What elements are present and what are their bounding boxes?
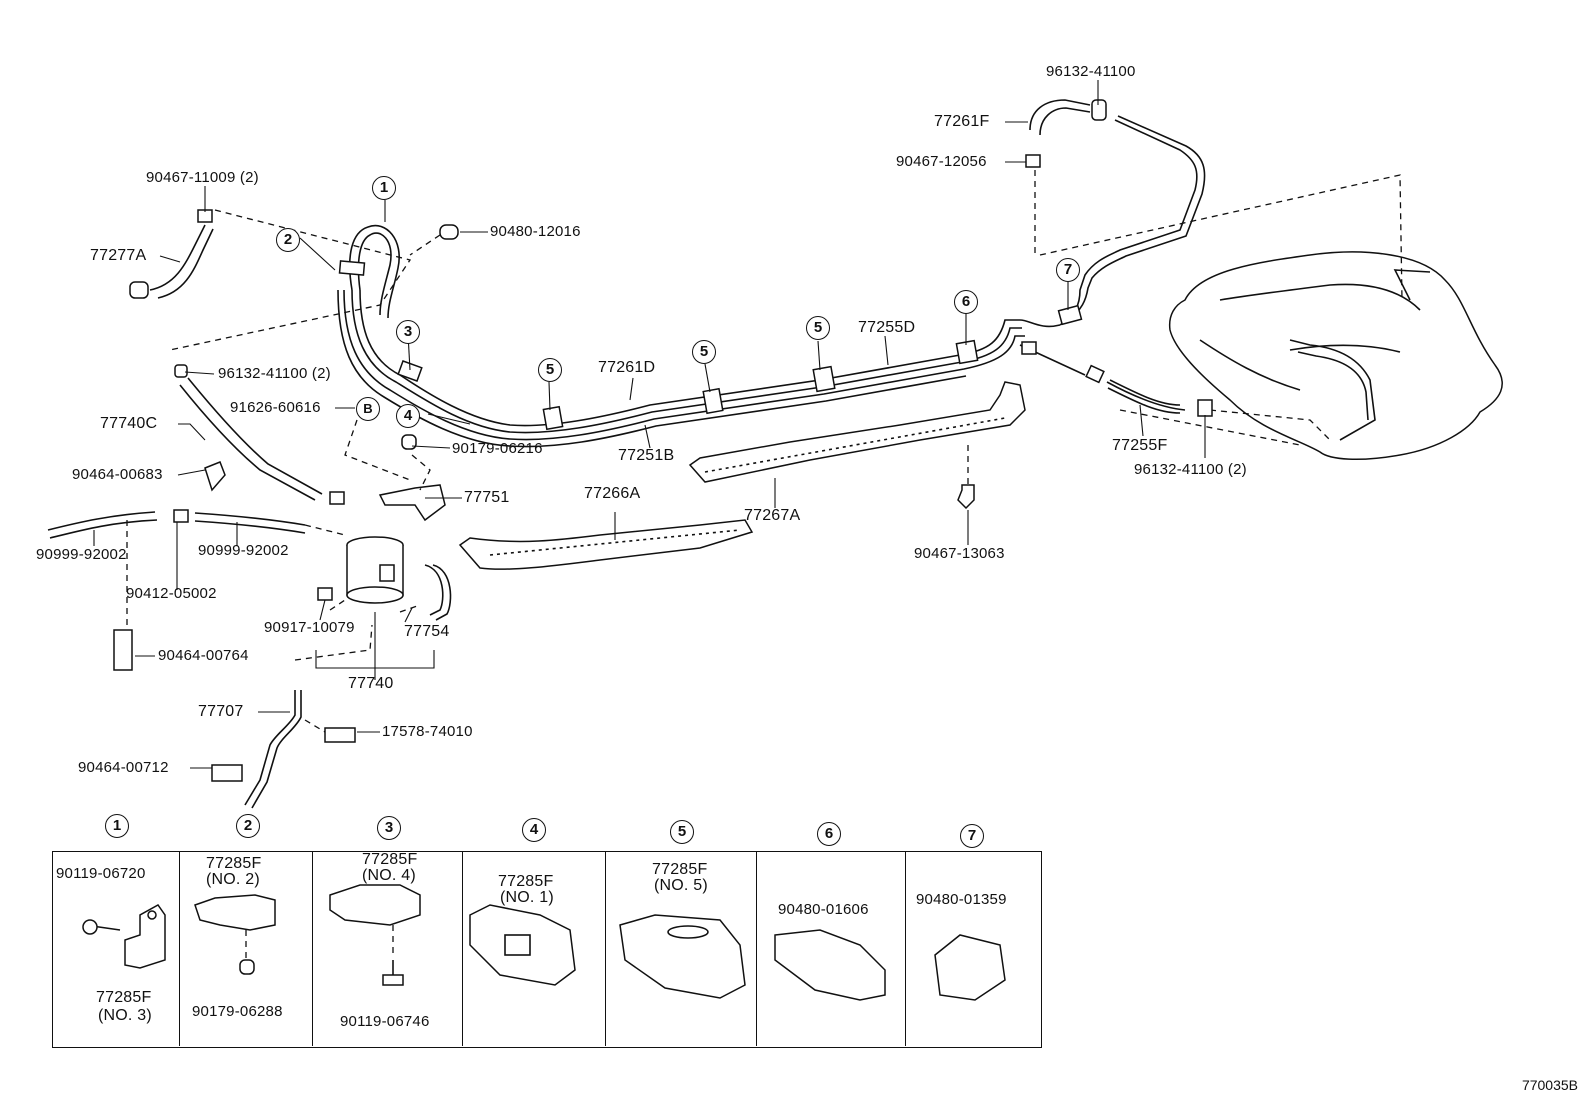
panel-divider-1 <box>52 851 180 1046</box>
label-96132-41100-top: 96132-41100 <box>1046 63 1136 80</box>
panel-3-part-b: (NO. 4) <box>362 867 416 884</box>
panel-number-4: 4 <box>522 818 546 842</box>
panel-2-part-a: 77285F <box>206 855 262 872</box>
panel-divider-3 <box>312 851 463 1046</box>
label-17578-74010: 17578-74010 <box>382 723 473 740</box>
label-96132-41100-2-right: 96132-41100 (2) <box>1134 461 1247 478</box>
detail-part-2 <box>194 894 276 975</box>
callout-6: 6 <box>954 290 978 314</box>
label-77267A: 77267A <box>744 507 801 524</box>
label-96132-41100-2-left: 96132-41100 (2) <box>218 365 331 382</box>
label-77740: 77740 <box>348 675 394 692</box>
fuel-tank <box>1168 251 1503 461</box>
panel-6-part-a: 90480-01606 <box>778 901 869 918</box>
label-90467-13063: 90467-13063 <box>914 545 1005 562</box>
label-90999-92002-left: 90999-92002 <box>36 546 127 563</box>
diagram-id: 770035B <box>1521 1077 1578 1093</box>
callout-7: 7 <box>1056 258 1080 282</box>
panel-3-part-c: 90119-06746 <box>340 1013 430 1030</box>
label-90464-00683: 90464-00683 <box>72 466 163 483</box>
label-90464-00712: 90464-00712 <box>78 759 169 776</box>
label-77251B: 77251B <box>618 447 675 464</box>
charcoal-canister <box>346 536 404 604</box>
label-90480-12016: 90480-12016 <box>490 223 581 240</box>
hoses-left <box>47 99 1186 621</box>
detail-part-1 <box>82 904 166 969</box>
label-77255F: 77255F <box>1112 437 1168 454</box>
label-90412-05002: 90412-05002 <box>126 585 217 602</box>
panel-divider-2 <box>179 851 313 1046</box>
label-90917-10079: 90917-10079 <box>264 619 355 636</box>
panel-1-part-a: 90119-06720 <box>56 865 146 882</box>
panel-number-3: 3 <box>377 816 401 840</box>
fuel-lines-main <box>337 115 1206 448</box>
label-77707: 77707 <box>198 703 244 720</box>
callout-2: 2 <box>276 228 300 252</box>
callout-4: 4 <box>396 404 420 428</box>
detail-part-7 <box>934 934 1006 1001</box>
label-77751: 77751 <box>464 489 510 506</box>
panel-number-1: 1 <box>105 814 129 838</box>
callout-3: 3 <box>396 320 420 344</box>
label-90179-06216: 90179-06216 <box>452 440 543 457</box>
panel-divider-4 <box>462 851 606 1046</box>
panel-number-2: 2 <box>236 814 260 838</box>
panel-divider-6 <box>756 851 906 1046</box>
callout-5a: 5 <box>538 358 562 382</box>
label-77266A: 77266A <box>584 485 641 502</box>
callout-B: B <box>356 397 380 421</box>
panel-2-part-c: 90179-06288 <box>192 1003 283 1020</box>
panel-number-5: 5 <box>670 820 694 844</box>
panel-2-part-b: (NO. 2) <box>206 871 260 888</box>
panel-divider-5 <box>605 851 757 1046</box>
panel-7-part-a: 90480-01359 <box>916 891 1007 908</box>
label-77754: 77754 <box>404 623 450 640</box>
label-91626-60616: 91626-60616 <box>230 399 321 416</box>
callout-5c: 5 <box>806 316 830 340</box>
detail-part-3 <box>329 884 421 986</box>
detail-part-6 <box>774 929 886 1001</box>
panel-1-part-b: 77285F <box>96 989 152 1006</box>
label-77261D: 77261D <box>598 359 656 376</box>
label-77255D: 77255D <box>858 319 916 336</box>
detail-panel-frame <box>52 851 1042 1048</box>
panel-number-6: 6 <box>817 822 841 846</box>
label-77740C: 77740C <box>100 415 158 432</box>
callout-5b: 5 <box>692 340 716 364</box>
detail-part-5 <box>619 914 746 999</box>
label-90467-11009: 90467-11009 (2) <box>146 169 259 186</box>
panel-4-part-b: (NO. 1) <box>500 889 554 906</box>
protector-77267A <box>688 381 1026 483</box>
label-77261F: 77261F <box>934 113 990 130</box>
callout-1: 1 <box>372 176 396 200</box>
detail-part-4 <box>469 904 576 986</box>
panel-5-part-b: (NO. 5) <box>654 877 708 894</box>
label-90467-12056: 90467-12056 <box>896 153 987 170</box>
panel-number-7: 7 <box>960 824 984 848</box>
label-90999-92002-right: 90999-92002 <box>198 542 289 559</box>
panel-1-part-c: (NO. 3) <box>98 1007 152 1024</box>
panel-4-part-a: 77285F <box>498 873 554 890</box>
panel-3-part-a: 77285F <box>362 851 418 868</box>
panel-5-part-a: 77285F <box>652 861 708 878</box>
label-77277A: 77277A <box>90 247 147 264</box>
label-90464-00764: 90464-00764 <box>158 647 249 664</box>
protector-77266A <box>458 519 754 570</box>
